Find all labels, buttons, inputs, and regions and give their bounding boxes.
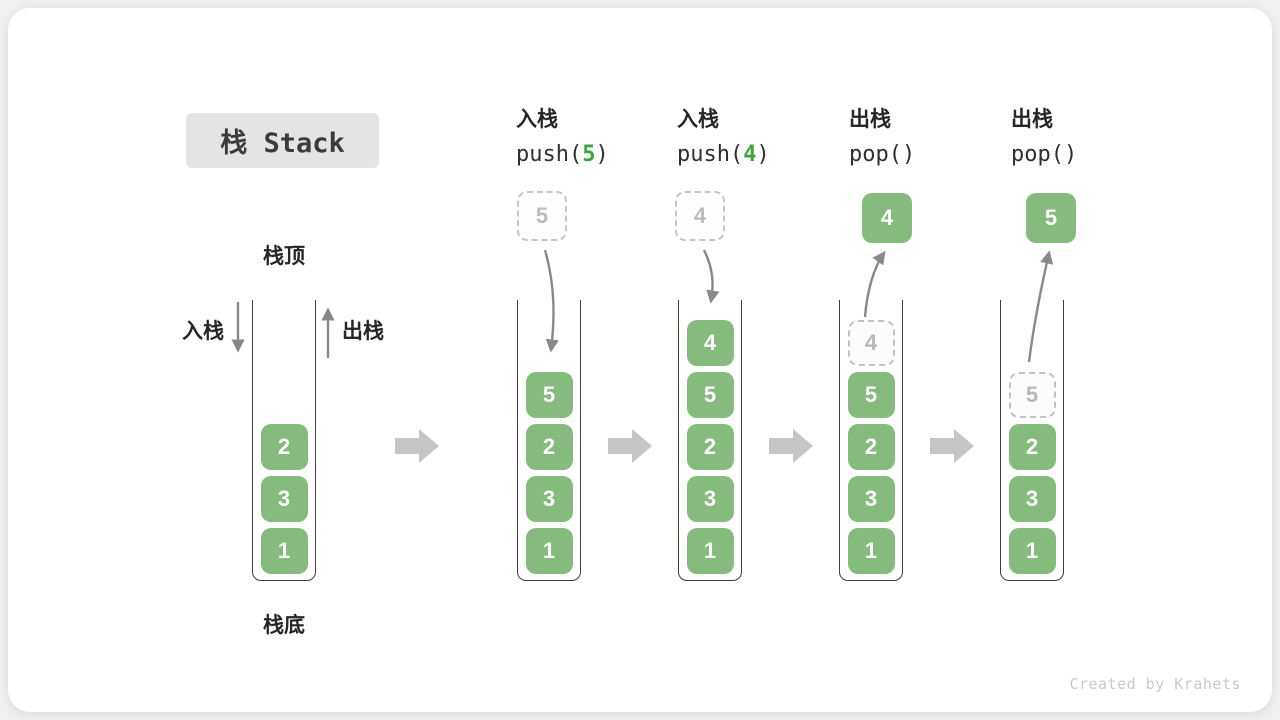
- stack-cell: 2: [260, 424, 308, 470]
- op-fn: push(: [516, 142, 583, 167]
- stack-cell: 3: [525, 476, 573, 522]
- stack-cell: 5: [847, 372, 895, 418]
- op-label: 入栈: [516, 108, 558, 131]
- incoming-item-4: 4: [675, 191, 725, 241]
- op-code: push(4): [677, 142, 770, 168]
- stack-cell: 2: [847, 424, 895, 470]
- op-fn: pop(): [849, 142, 916, 167]
- op-label: 入栈: [677, 108, 719, 131]
- push-side-label: 入栈: [182, 320, 224, 343]
- pop-side-label: 出栈: [342, 320, 384, 343]
- op-fn: pop(): [1011, 142, 1078, 167]
- stack-cell: 1: [525, 528, 573, 574]
- op-close: ): [756, 142, 770, 167]
- stack-cell: 1: [686, 528, 734, 574]
- stack-cell: 5: [525, 372, 573, 418]
- stack-cell: 2: [525, 424, 573, 470]
- op-arg: 4: [743, 142, 757, 167]
- outgoing-item-4: 4: [862, 193, 912, 243]
- stack-cell: 1: [847, 528, 895, 574]
- outgoing-item-5: 5: [1026, 193, 1076, 243]
- popped-ghost-cell: 4: [847, 320, 895, 366]
- stack-cell: 2: [1008, 424, 1056, 470]
- op-code: pop(): [1011, 142, 1077, 168]
- op-header-push-4: 入栈 push(4): [677, 106, 770, 168]
- op-close: ): [595, 142, 609, 167]
- op-fn: push(: [677, 142, 744, 167]
- stack-cell: 2: [686, 424, 734, 470]
- stack-top-label: 栈顶: [263, 245, 305, 268]
- stack-frame-pop-2: [1000, 300, 1064, 581]
- popped-ghost-cell: 5: [1008, 372, 1056, 418]
- incoming-item-5: 5: [517, 191, 567, 241]
- stack-cell: 3: [686, 476, 734, 522]
- op-arg: 5: [582, 142, 596, 167]
- op-code: pop(): [849, 142, 915, 168]
- watermark: Created by Krahets: [1069, 675, 1241, 693]
- stack-frame-pop-1: [839, 300, 903, 581]
- op-header-pop-2: 出栈 pop(): [1011, 106, 1077, 168]
- stack-cell: 3: [1008, 476, 1056, 522]
- stack-cell: 1: [1008, 528, 1056, 574]
- stack-cell: 3: [847, 476, 895, 522]
- stack-cell: 1: [260, 528, 308, 574]
- stack-bottom-label: 栈底: [263, 614, 305, 637]
- stack-frame-push-4: [678, 300, 742, 581]
- title-box: 栈 Stack: [186, 113, 379, 168]
- stack-cell: 3: [260, 476, 308, 522]
- op-label: 出栈: [849, 108, 891, 131]
- title-text: 栈 Stack: [220, 128, 345, 159]
- op-header-pop-1: 出栈 pop(): [849, 106, 915, 168]
- op-label: 出栈: [1011, 108, 1053, 131]
- stack-cell: 5: [686, 372, 734, 418]
- stack-frame-initial: [252, 300, 316, 581]
- op-code: push(5): [516, 142, 609, 168]
- stack-cell: 4: [686, 320, 734, 366]
- stack-frame-push-5: [517, 300, 581, 581]
- op-header-push-5: 入栈 push(5): [516, 106, 609, 168]
